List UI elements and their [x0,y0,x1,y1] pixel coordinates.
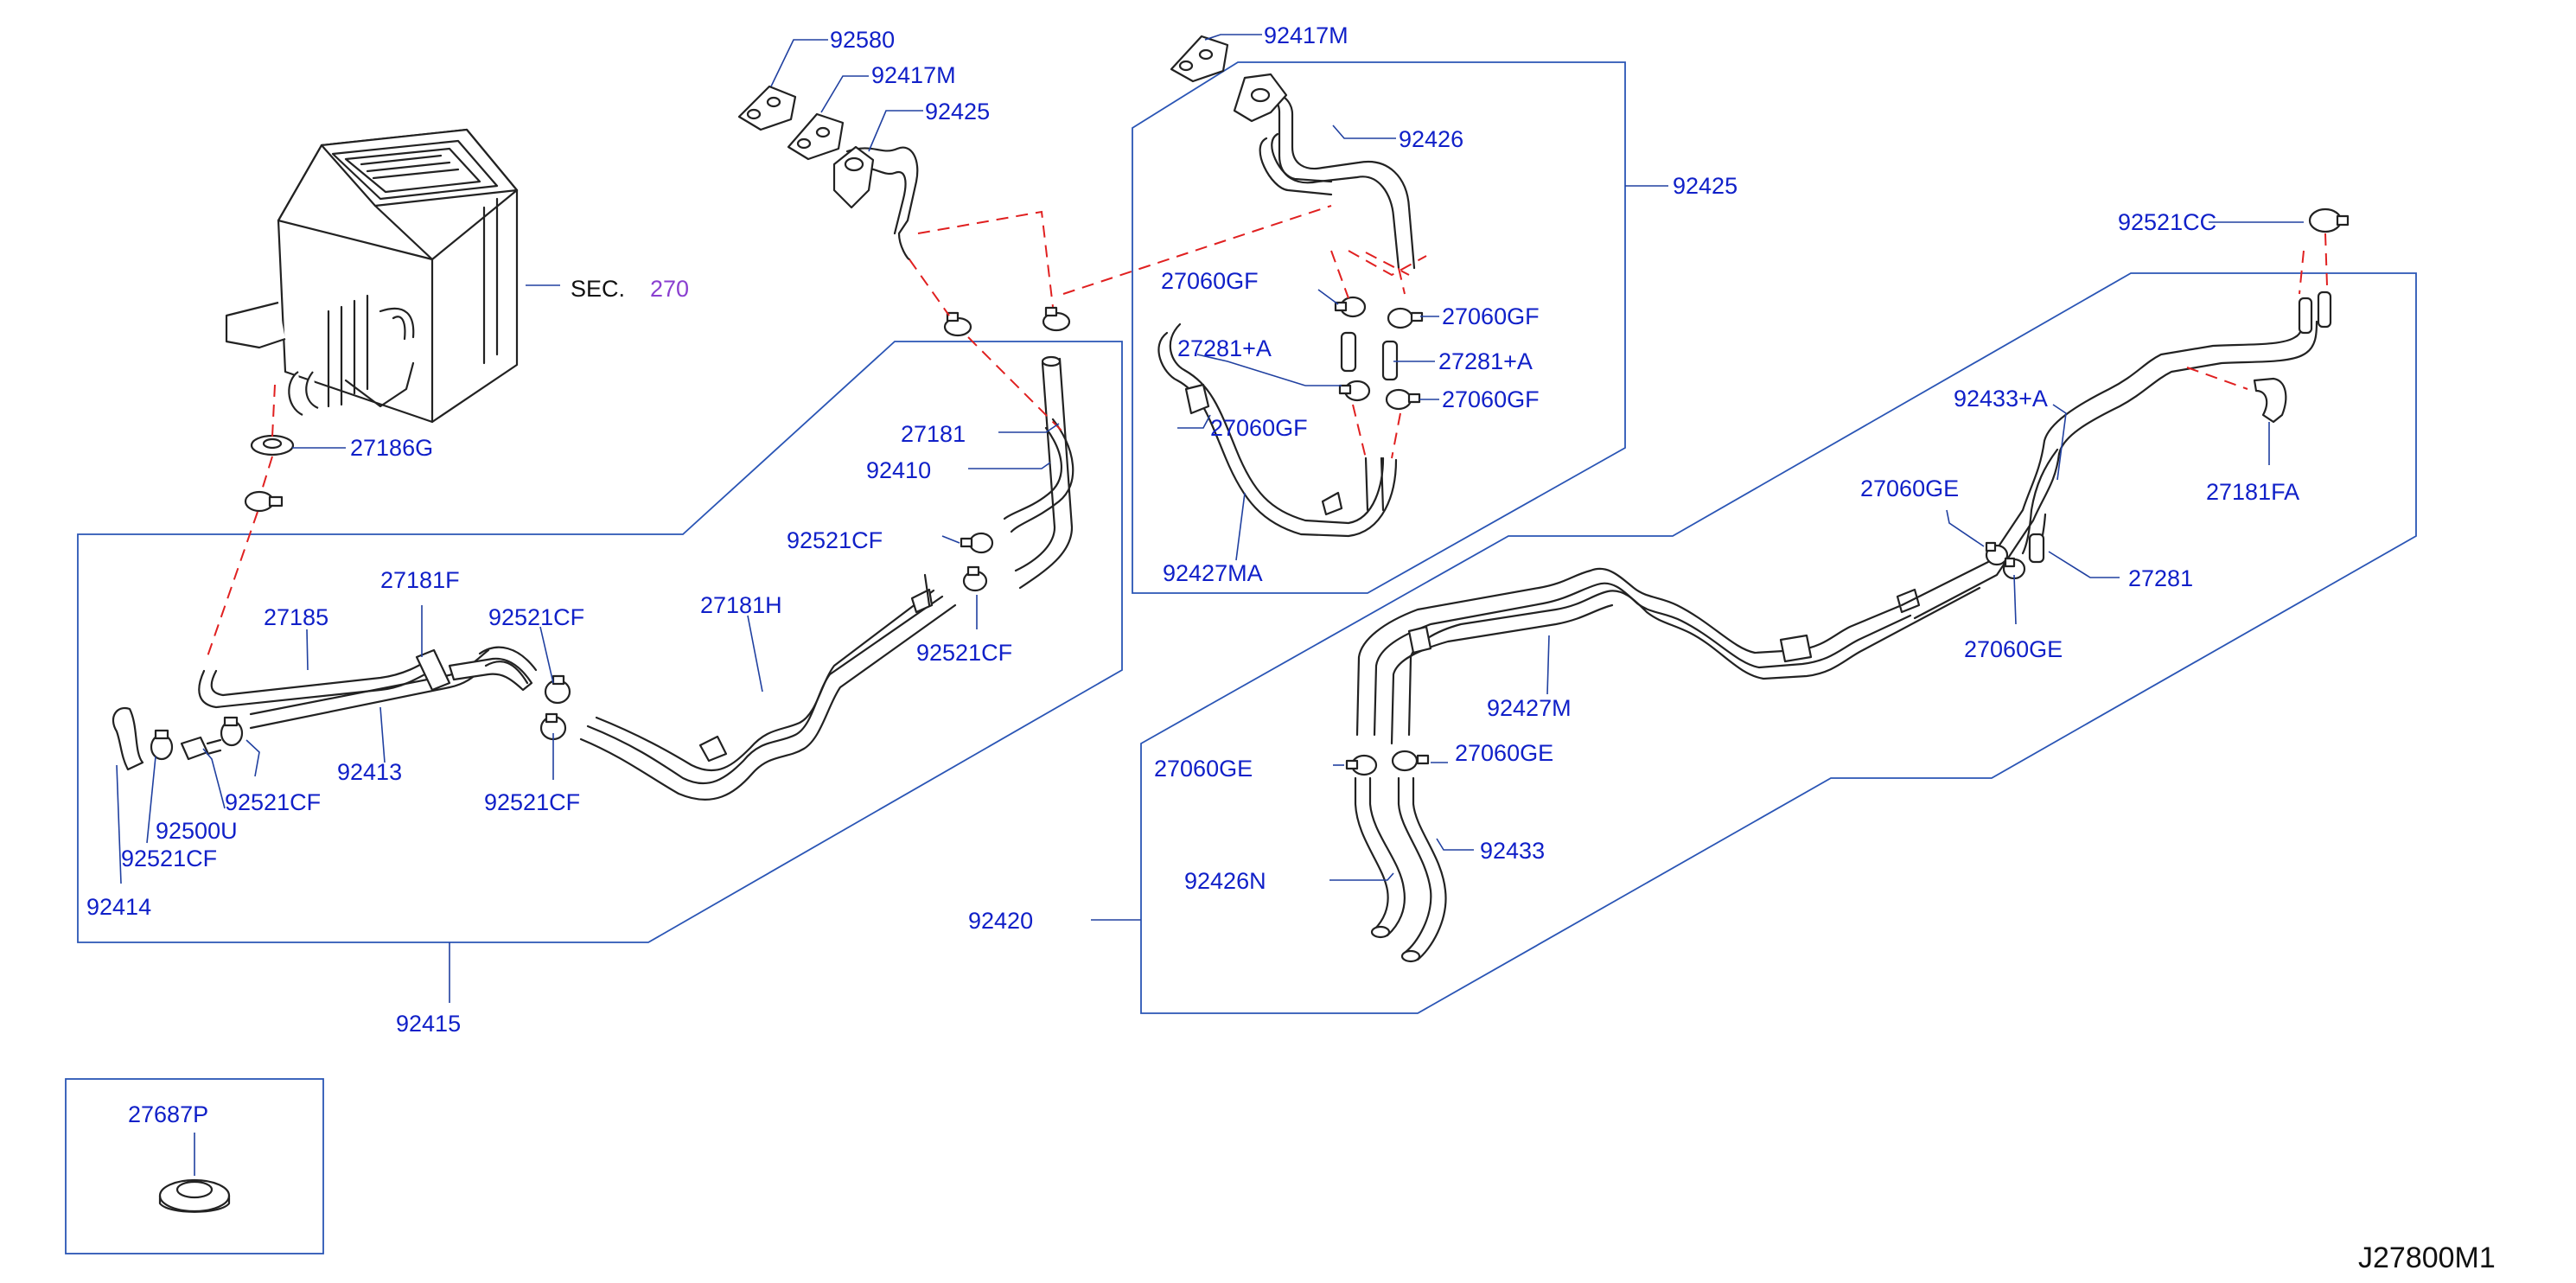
clamp-92521CC [2308,207,2350,233]
label-27060GF-c: 27060GF [1210,415,1308,441]
sec-prefix-label: SEC. [571,276,625,302]
label-92580: 92580 [830,27,895,53]
label-92521CF-c: 92521CF [916,640,1012,666]
label-27281: 27281 [2128,565,2193,591]
group-box-27687P [65,1078,324,1254]
hose-27181H [586,595,944,785]
heater-unit [225,128,519,424]
label-27060GF-a: 27060GF [1161,268,1259,294]
label-92410: 92410 [866,457,931,483]
label-27060GE-a: 27060GE [1860,476,1959,501]
dashed-guide-right [2299,233,2328,295]
clamp-27060GF-d [1385,388,1421,411]
label-92521CC: 92521CC [2118,209,2216,235]
label-92415: 92415 [396,1011,461,1037]
label-92417M-a: 92417M [871,62,956,88]
bracket-27181FA [2253,377,2287,424]
hose-27181 [1010,418,1074,533]
clamp-27060GF-c [1338,380,1371,402]
label-92425-top: 92425 [925,99,990,124]
dashed-guide-left [205,384,276,662]
label-92521CF-d: 92521CF [225,789,321,815]
gasket-92417M-a [787,112,845,161]
clamp-92521CF-f [962,565,988,592]
dashed-guide-27181FA [2186,367,2248,390]
label-27181F: 27181F [380,567,460,593]
clamp-27060GE-d [1391,750,1430,772]
clamp-27060GE-a [1985,541,2009,566]
label-27281A-b: 27281+A [1438,348,1533,374]
hose-92414 [112,706,144,771]
label-92420: 92420 [968,908,1033,934]
gasket-92580 [737,85,797,131]
label-92521CF-a: 92521CF [787,527,883,553]
label-92427M: 92427M [1487,695,1572,721]
clamp-27181-top-a [943,311,972,337]
label-27060GF-b: 27060GF [1442,303,1540,329]
label-27060GF-d: 27060GF [1442,386,1540,412]
grommet-27687P [158,1178,231,1213]
label-92521CF-b: 92521CF [488,604,584,630]
clamp-27060GF-a [1334,296,1367,318]
group-box-92420 [1140,272,2417,1014]
label-92433A: 92433+A [1954,386,2048,412]
clamp-27060GE-c [1345,754,1378,776]
group-box-92425 [1132,61,1626,594]
label-27281A-a: 27281+A [1177,335,1272,361]
hose-27281A-a [1340,331,1357,373]
label-27181FA: 27181FA [2206,479,2299,505]
hose-92410 [1018,357,1074,590]
label-92426N: 92426N [1184,868,1266,894]
clamp-92521CF-a [150,729,174,761]
pipe-92426N [1354,776,1389,931]
dashed-guide-top [909,205,1427,431]
label-27060GE-c: 27060GE [1154,756,1253,782]
leader-lines [116,34,2304,1176]
label-92413: 92413 [337,759,402,785]
pipe-92425-top [845,146,919,261]
label-92414: 92414 [86,894,151,920]
hose-27281A-b [1381,340,1399,381]
label-27060GE-d: 27060GE [1455,740,1553,766]
label-92521CF-e: 92521CF [484,789,580,815]
label-27185: 27185 [264,604,328,630]
label-92425-box: 92425 [1673,173,1738,199]
hose-27281 [2028,533,2045,564]
connector-92500U [180,736,209,761]
diagram-code: J27800M1 [2358,1242,2496,1274]
label-92521CF-f: 92521CF [121,846,217,871]
label-27181: 27181 [901,421,966,447]
clamp-27181-top-b [1042,306,1071,332]
label-27060GE-b: 27060GE [1964,636,2063,662]
pipe-92427M [1355,567,1903,737]
label-92427MA: 92427MA [1163,560,1263,586]
dashed-guide-92425 [1330,250,1406,459]
clamp-92521CF-c [544,674,571,705]
clamp-92521CF-b [220,716,244,747]
label-92417M-b: 92417M [1264,22,1349,48]
label-27687P: 27687P [128,1101,208,1127]
sec-number-link[interactable]: 270 [650,276,689,302]
label-92426: 92426 [1399,126,1463,152]
clamp-27060GF-b [1387,307,1424,329]
label-92500U: 92500U [156,818,238,844]
group-box-92415 [77,341,1123,943]
clamp-upper-left [244,490,284,513]
bracket-27181F [415,648,451,692]
clamp-92521CF-e [960,532,994,554]
label-27181H: 27181H [700,592,782,618]
label-92433: 92433 [1480,838,1545,864]
pipe-92433 [1397,776,1432,954]
pipe-92427MA [1169,322,1385,525]
pipe-92433A [1900,310,2305,607]
label-27186G: 27186G [350,435,433,461]
pipe-92426 [1243,91,1400,270]
